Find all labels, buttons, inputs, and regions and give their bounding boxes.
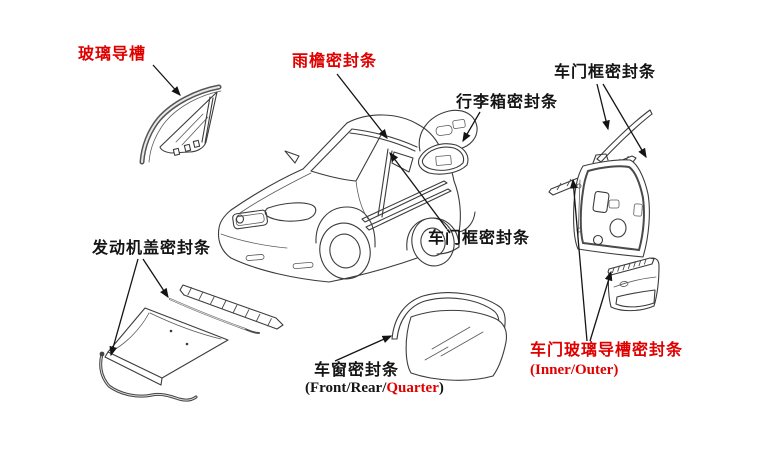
- door-glass-run-channel-illustration: [139, 84, 222, 165]
- label-hood-seal: 发动机盖密封条: [92, 240, 212, 257]
- sedan-body-illustration: [217, 109, 478, 283]
- hood-illustration: [99, 307, 229, 402]
- window-seal-quarter-text: Quarter: [386, 380, 439, 396]
- window-seal-close-paren: ): [438, 380, 444, 396]
- door-trim-panel-illustration: [607, 257, 660, 312]
- windshield-illustration: [391, 292, 508, 381]
- door-frame-seal-strip-illustration: [596, 109, 653, 163]
- label-door-frame-seal-center: 车门框密封条: [428, 230, 531, 247]
- label-door-glass-run-seal: 车门玻璃导槽密封条: [530, 342, 684, 359]
- window-seal-front-rear-text: (Front/Rear/: [305, 380, 387, 396]
- label-roof-drip-seal: 雨檐密封条: [292, 53, 378, 70]
- label-door-frame-seal-top: 车门框密封条: [554, 64, 657, 81]
- label-glass-run-channel: 玻璃导槽: [78, 46, 147, 63]
- door-inner-panel-illustration: [573, 153, 650, 258]
- label-window-seal: 车窗密封条: [314, 362, 400, 379]
- label-trunk-seal: 行李箱密封条: [456, 94, 559, 111]
- label-arrows: [109, 64, 647, 362]
- cowl-seal-illustration: [169, 284, 284, 334]
- label-window-seal-positions: (Front/Rear/Quarter): [305, 380, 444, 397]
- label-door-glass-run-seal-sides: (Inner/Outer): [530, 362, 619, 378]
